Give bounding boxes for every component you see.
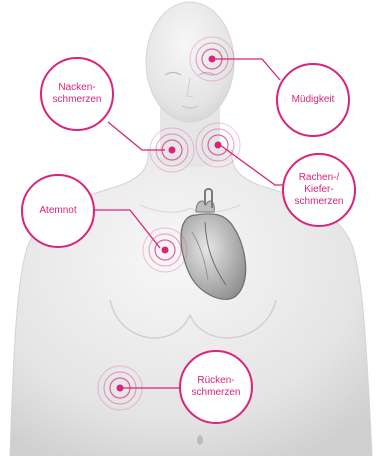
label-nackenschmerzen: Nacken- schmerzen	[40, 57, 114, 131]
label-rueckenschmerzen-text: Rücken- schmerzen	[192, 375, 241, 399]
label-rueckenschmerzen: Rücken- schmerzen	[179, 350, 253, 424]
label-muedigkeit-text: Müdigkeit	[292, 94, 335, 106]
label-atemnot-text: Atemnot	[39, 205, 76, 217]
label-atemnot: Atemnot	[21, 174, 95, 248]
label-rachen-kieferschmerzen-text: Rachen-/ Kiefer- schmerzen	[295, 172, 344, 208]
label-nackenschmerzen-text: Nacken- schmerzen	[53, 82, 102, 106]
label-muedigkeit: Müdigkeit	[276, 63, 350, 137]
label-rachen-kieferschmerzen: Rachen-/ Kiefer- schmerzen	[282, 153, 356, 227]
